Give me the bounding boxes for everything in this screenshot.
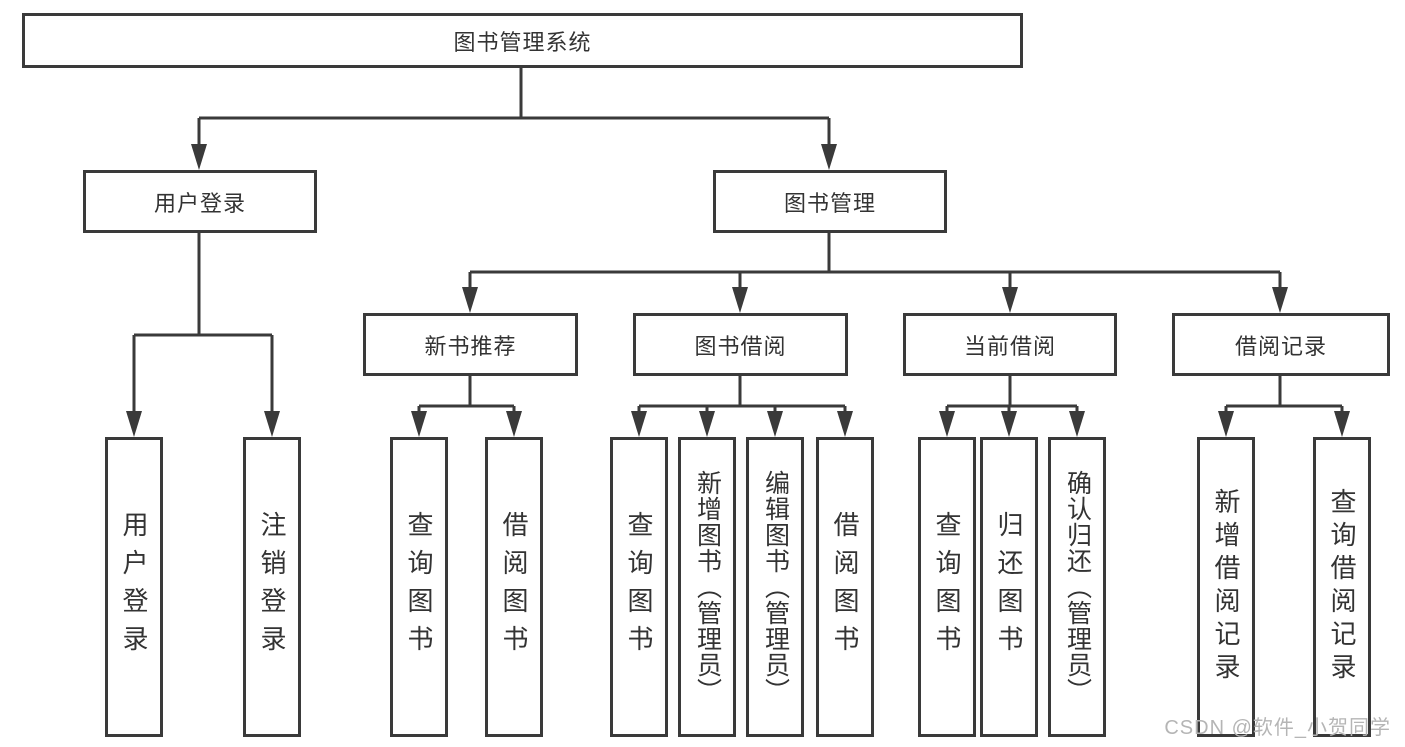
leaf-borrow-books-recommend-label: 借阅图书 [499, 511, 529, 663]
leaf-borrow-books-label: 借阅图书 [830, 511, 860, 663]
node-root-system: 图书管理系统 [22, 13, 1023, 68]
leaf-borrow-books: 借阅图书 [816, 437, 874, 737]
leaf-edit-books-admin: 编辑图书（管理员） [746, 437, 804, 737]
node-user-login: 用户登录 [83, 170, 317, 233]
leaf-confirm-return-admin-label: 确认归还（管理员） [1063, 470, 1092, 704]
leaf-edit-books-admin-label: 编辑图书（管理员） [761, 470, 790, 704]
leaf-query-books-borrow-label: 查询图书 [624, 511, 654, 663]
leaf-add-books-admin-label: 新增图书（管理员） [693, 470, 722, 704]
node-current-borrow: 当前借阅 [903, 313, 1117, 376]
node-borrow-records: 借阅记录 [1172, 313, 1390, 376]
leaf-add-books-admin: 新增图书（管理员） [678, 437, 736, 737]
node-book-management: 图书管理 [713, 170, 947, 233]
node-book-borrow: 图书借阅 [633, 313, 848, 376]
node-new-book-recommend: 新书推荐 [363, 313, 578, 376]
leaf-add-borrow-record: 新增借阅记录 [1197, 437, 1255, 737]
leaf-query-books-current: 查询图书 [918, 437, 976, 737]
leaf-return-books-label: 归还图书 [994, 511, 1024, 663]
leaf-return-books: 归还图书 [980, 437, 1038, 737]
leaf-borrow-books-recommend: 借阅图书 [485, 437, 543, 737]
leaf-query-books-current-label: 查询图书 [932, 511, 962, 663]
leaf-query-books-recommend: 查询图书 [390, 437, 448, 737]
leaf-user-login-label: 用户登录 [119, 511, 149, 663]
leaf-add-borrow-record-label: 新增借阅记录 [1211, 488, 1241, 686]
leaf-logout-label: 注销登录 [257, 511, 287, 663]
leaf-user-login: 用户登录 [105, 437, 163, 737]
leaf-logout: 注销登录 [243, 437, 301, 737]
csdn-watermark: CSDN @软件_小贺同学 [1164, 717, 1391, 739]
leaf-query-books-borrow: 查询图书 [610, 437, 668, 737]
leaf-query-borrow-record-label: 查询借阅记录 [1327, 488, 1357, 686]
leaf-query-books-recommend-label: 查询图书 [404, 511, 434, 663]
leaf-query-borrow-record: 查询借阅记录 [1313, 437, 1371, 737]
leaf-confirm-return-admin: 确认归还（管理员） [1048, 437, 1106, 737]
